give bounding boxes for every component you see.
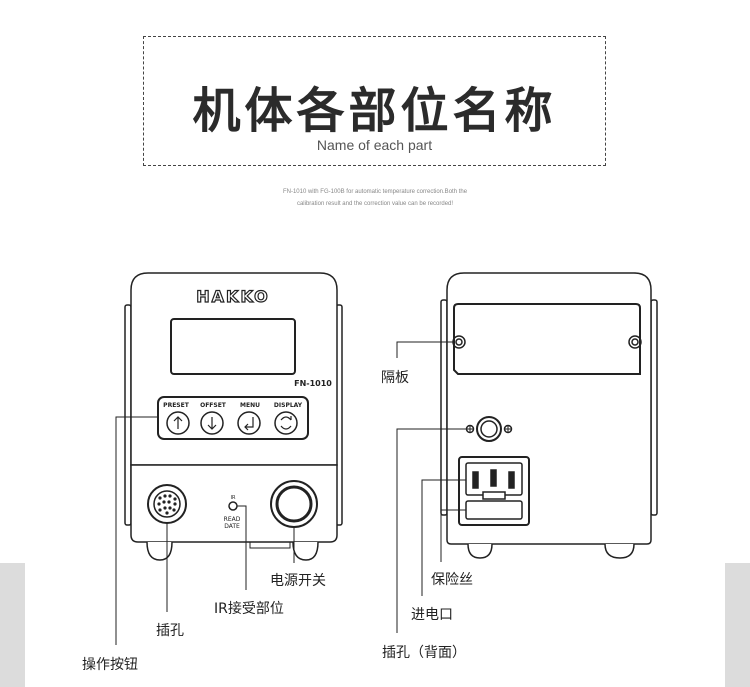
btn-label-display: DISPLAY [274, 402, 303, 409]
menu-button [237, 411, 261, 435]
offset-button [200, 411, 224, 435]
btn-label-offset: OFFSET [200, 402, 227, 409]
page-subtitle: Name of each part [316, 137, 433, 153]
model-label: FN-1010 [294, 379, 332, 388]
enter-icon [244, 417, 254, 431]
btn-label-preset: PRESET [163, 402, 190, 409]
right-gray-band [725, 563, 750, 687]
side-text-line: DATE [224, 523, 240, 530]
arrow-down-icon [207, 417, 217, 430]
callout-fuse: 保险丝 [431, 572, 473, 588]
note-line-1: FN-1010 with FG-100B for automatic tempe… [282, 189, 468, 195]
btn-label-menu: MENU [240, 402, 260, 409]
front-device [124, 272, 343, 561]
callout-power-inlet: 进电口 [411, 607, 453, 623]
left-gray-band [0, 563, 25, 687]
brand-logo: HAKKO [196, 287, 269, 306]
callout-socket-back: 插孔（背面） [382, 645, 466, 661]
callout-operation-buttons: 操作按钮 [82, 657, 138, 673]
note-line-2: calibration result and the correction va… [296, 201, 454, 207]
callout-partition: 隔板 [381, 370, 409, 386]
cycle-icon [280, 416, 292, 430]
ir-mark: IR [231, 495, 236, 501]
page-title: 机体各部位名称 [192, 83, 557, 139]
callout-power-switch: 电源开关 [270, 573, 326, 589]
preset-button [166, 411, 190, 435]
back-device [440, 272, 658, 559]
arrow-up-icon [173, 416, 183, 429]
display-button [274, 411, 298, 435]
partition-plate [453, 303, 641, 375]
operation-buttons [166, 411, 298, 435]
side-text-line: READ [224, 516, 241, 523]
callout-ir-receiver: IR接受部位 [214, 601, 284, 617]
callout-socket: 插孔 [156, 623, 184, 639]
title-frame: 机体各部位名称 Name of each part [143, 36, 606, 166]
